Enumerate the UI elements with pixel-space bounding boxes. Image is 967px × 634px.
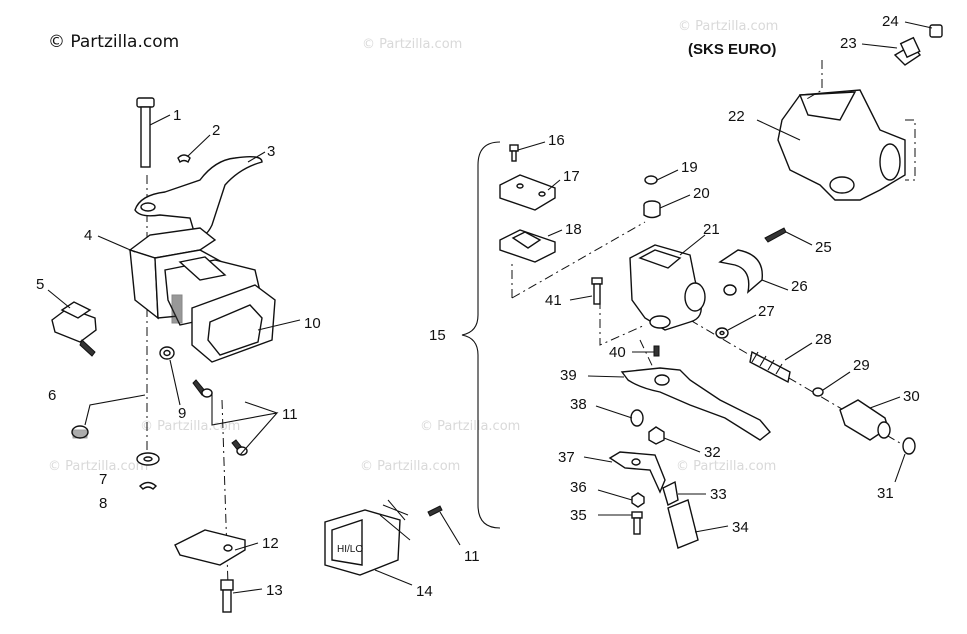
connector-dash-5	[689, 319, 906, 447]
part-9-grommet	[159, 346, 181, 406]
part-20-cap	[643, 194, 691, 219]
part-14-hilo-switch: HI/LO	[324, 509, 413, 586]
callout-11-left: 11	[282, 406, 298, 423]
callout-26: 26	[791, 278, 808, 295]
callout-32: 32	[704, 444, 721, 461]
part-2-clip	[177, 134, 211, 164]
callout-30: 30	[903, 388, 920, 405]
callout-1: 1	[173, 107, 181, 124]
callout-8: 8	[99, 495, 107, 512]
callout-7: 7	[99, 471, 107, 488]
part-21-master-cylinder	[629, 234, 706, 331]
watermark-faint-2: © Partzilla.com	[678, 19, 778, 34]
callout-11-right: 11	[464, 548, 480, 565]
callout-15: 15	[429, 327, 446, 344]
callout-18: 18	[565, 221, 582, 238]
callout-33: 33	[710, 486, 727, 503]
group-brace-15	[461, 141, 501, 529]
watermark-faint-7: © Partzilla.com	[420, 419, 520, 434]
callout-22: 22	[728, 108, 745, 125]
callout-37: 37	[558, 449, 575, 466]
callout-27: 27	[758, 303, 775, 320]
part-39-brake-lever	[587, 367, 771, 441]
connector-dash-1	[511, 221, 646, 299]
part-33-brake-switch	[662, 480, 706, 507]
part-16-screw	[509, 141, 546, 162]
callout-4: 4	[84, 227, 92, 244]
part-40-pin	[632, 345, 660, 357]
callout-23: 23	[840, 35, 857, 52]
switch-label: HI/LO	[337, 544, 363, 555]
callout-40: 40	[609, 344, 626, 361]
part-3-throttle-lever	[134, 151, 266, 237]
watermark-main: © Partzilla.com	[48, 32, 179, 52]
callout-13: 13	[266, 582, 283, 599]
callout-16: 16	[548, 132, 565, 149]
part-24-cap	[904, 21, 943, 38]
callout-31: 31	[877, 485, 894, 502]
callout-24: 24	[882, 13, 899, 30]
callout-35: 35	[570, 507, 587, 524]
part-41-bolt	[569, 277, 603, 305]
part-17-cover	[499, 174, 561, 211]
callout-34: 34	[732, 519, 749, 536]
part-11-small-screw	[379, 499, 461, 546]
part-8-eclip	[138, 481, 158, 490]
callout-25: 25	[815, 239, 832, 256]
part-35-screw	[598, 511, 643, 535]
part-32-nut	[648, 426, 701, 453]
callout-20: 20	[693, 185, 710, 202]
sks-euro-note: (SKS EURO)	[688, 41, 776, 58]
callout-14: 14	[416, 583, 433, 600]
part-19-oring	[644, 169, 679, 185]
callout-39: 39	[560, 367, 577, 384]
part-36-nut	[597, 489, 645, 508]
part-11-screws	[192, 379, 279, 456]
callout-2: 2	[212, 122, 220, 139]
part-18-diaphragm	[499, 229, 563, 263]
part-37-bracket	[583, 451, 666, 494]
watermark-faint-6: © Partzilla.com	[140, 419, 240, 434]
part-12-plate	[174, 529, 259, 566]
callout-36: 36	[570, 479, 587, 496]
watermark-faint-3: © Partzilla.com	[48, 459, 148, 474]
part-28-spring	[749, 342, 813, 384]
part-22-euro-master-cylinder	[756, 60, 916, 201]
connector-dash-3	[599, 300, 646, 346]
part-34-plate	[667, 499, 729, 549]
connector-dash-4	[639, 339, 659, 379]
part-5-button	[47, 289, 97, 357]
part-25-screw	[764, 227, 813, 246]
callout-29: 29	[853, 357, 870, 374]
callout-28: 28	[815, 331, 832, 348]
callout-17: 17	[563, 168, 580, 185]
watermark-faint-5: © Partzilla.com	[676, 459, 776, 474]
callout-19: 19	[681, 159, 698, 176]
part-1-screw	[136, 97, 171, 168]
watermark-faint-4: © Partzilla.com	[360, 459, 460, 474]
part-29-washer	[812, 371, 851, 397]
part-38-spring	[595, 405, 644, 427]
callout-38: 38	[570, 396, 587, 413]
callout-3: 3	[267, 143, 275, 160]
part-23-fitting	[861, 36, 922, 66]
watermark-faint-1: © Partzilla.com	[362, 37, 462, 52]
callout-21: 21	[703, 221, 720, 238]
callout-9: 9	[178, 405, 186, 422]
callout-6: 6	[48, 387, 56, 404]
callout-41: 41	[545, 292, 562, 309]
part-13-screw	[220, 579, 263, 613]
part-31-oring	[894, 437, 916, 483]
part-27-washer	[715, 314, 757, 339]
part-10-bezel	[191, 284, 301, 363]
part-6-nut	[71, 394, 146, 439]
part-30-piston	[839, 396, 901, 441]
callout-10: 10	[304, 315, 321, 332]
callout-5: 5	[36, 276, 44, 293]
callout-12: 12	[262, 535, 279, 552]
part-26-clamp	[718, 249, 789, 296]
part-7-washer	[136, 452, 160, 466]
